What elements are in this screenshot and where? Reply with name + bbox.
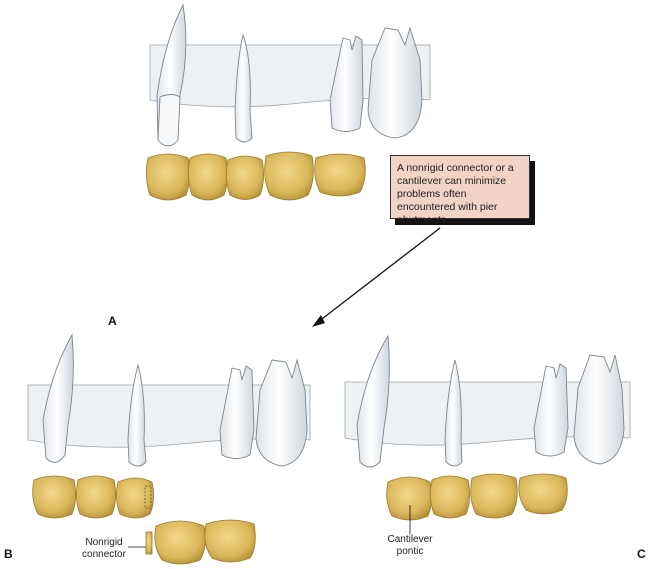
bridge-b-posterior [145, 519, 256, 565]
molar-tooth-c [533, 363, 569, 457]
panel-letter-b: B [4, 547, 13, 561]
panel-letter-a: A [108, 314, 117, 328]
crown-a-1 [146, 153, 190, 201]
crown-a-3 [226, 155, 264, 200]
cantilever-pontic-crown [386, 476, 432, 521]
panel-letter-c: C [637, 547, 646, 561]
crown-a-4 [264, 151, 314, 201]
crown-c-2 [430, 475, 470, 519]
crown-a-5 [314, 153, 366, 197]
canine-tooth-c [356, 334, 390, 468]
crown-c-4 [518, 473, 568, 515]
crown-b-1 [32, 475, 76, 519]
note-box: A nonrigid connector or a cantilever can… [390, 155, 530, 226]
cantilever-label-line1: Cantilever [387, 534, 433, 545]
bridge-a [146, 151, 366, 201]
cantilever-pontic-label: Cantilever pontic [380, 534, 440, 558]
crown-a-2 [188, 153, 228, 201]
panel-b [27, 333, 311, 565]
premolar-tooth-b [127, 363, 147, 467]
canine-crown-a [157, 94, 181, 147]
large-molar-tooth-a [367, 26, 423, 139]
bridge-b-anterior [32, 475, 154, 519]
premolar-tooth-a [234, 33, 253, 143]
panel-a [146, 3, 431, 201]
crown-b-5 [204, 519, 256, 563]
callout-arrowhead [312, 315, 325, 327]
cantilever-label-line2: pontic [396, 546, 424, 557]
crown-b-2 [76, 475, 116, 519]
canine-tooth-b [42, 333, 74, 463]
crown-b-4 [154, 520, 206, 565]
crown-b-3 [116, 477, 154, 519]
premolar-tooth-c [444, 359, 463, 467]
molar-tooth-b [219, 365, 255, 459]
nonrigid-label-line2: connector [82, 549, 126, 560]
nonrigid-connector-label: Nonrigid connector [78, 537, 130, 561]
large-molar-tooth-c [573, 354, 625, 465]
panel-c [344, 334, 631, 534]
callout-arrow [317, 227, 441, 323]
bridge-c [386, 473, 568, 521]
nonrigid-key [145, 531, 153, 555]
crown-c-3 [470, 473, 518, 519]
nonrigid-label-line1: Nonrigid [85, 537, 123, 548]
large-molar-tooth-b [255, 358, 308, 467]
molar-tooth-a [329, 35, 364, 132]
